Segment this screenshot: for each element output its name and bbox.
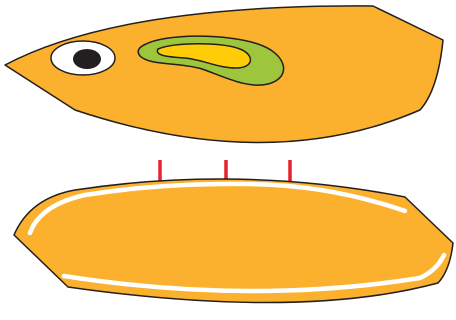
eye-pupil <box>73 49 101 69</box>
upper-body-group <box>5 6 443 143</box>
lower-body-group <box>14 179 453 303</box>
